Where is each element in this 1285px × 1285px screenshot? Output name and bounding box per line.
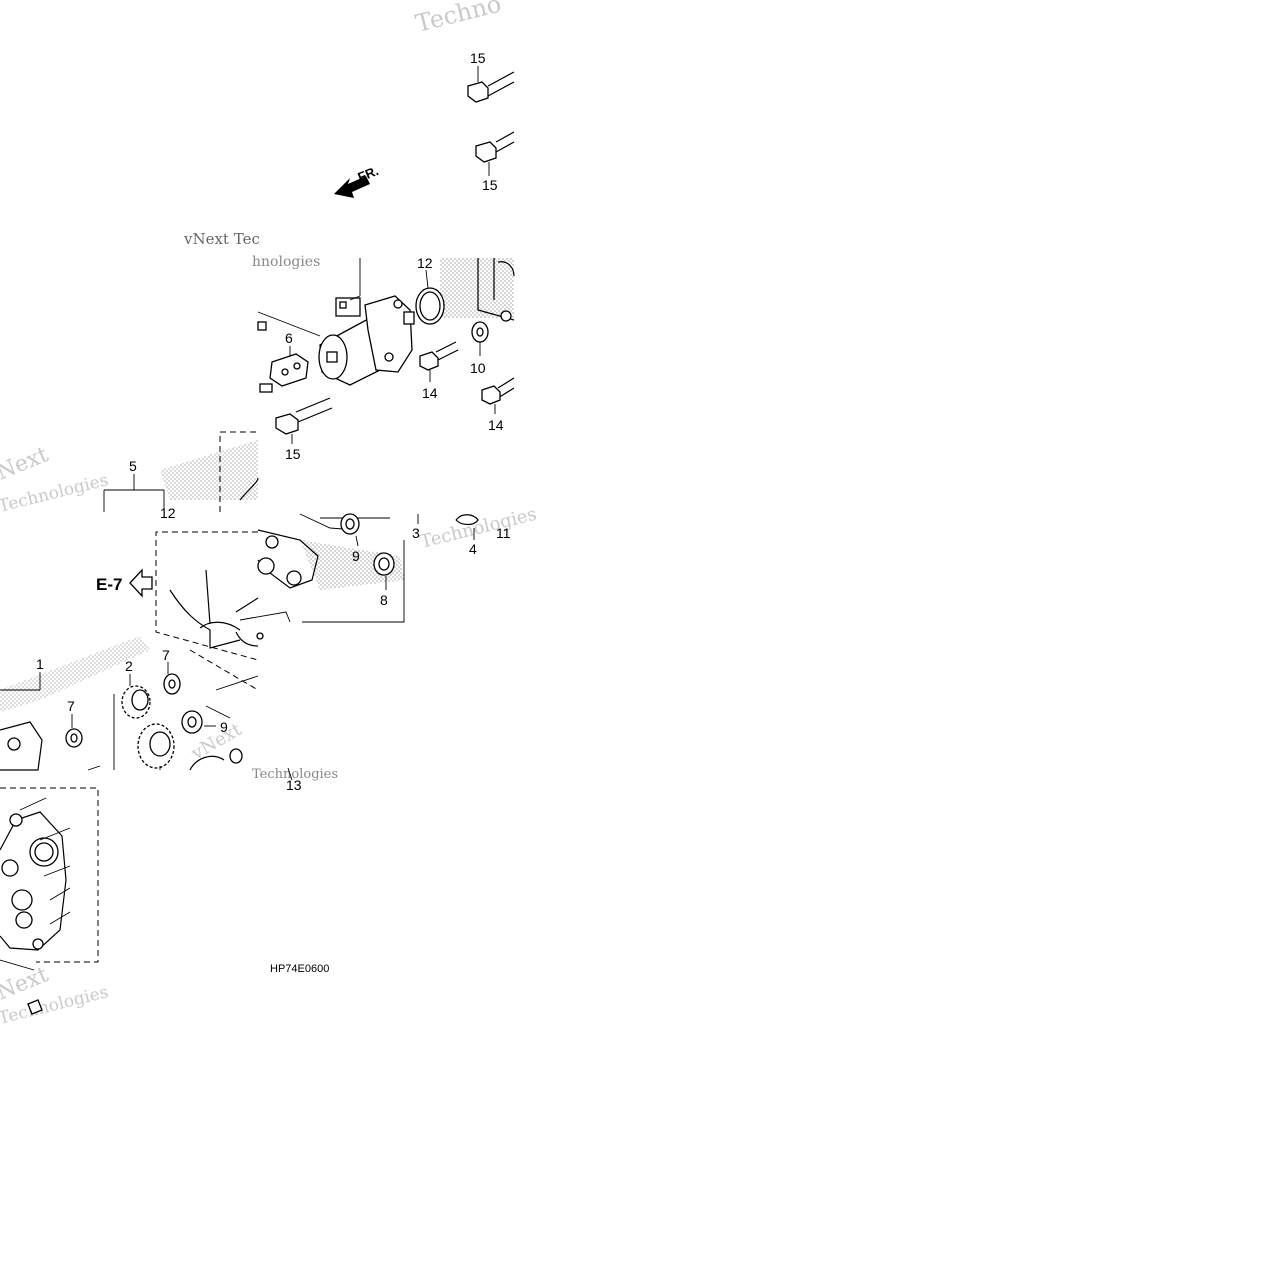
callout-4: 4 <box>469 541 477 557</box>
callout-9a: 9 <box>352 548 360 564</box>
starter-motor-assembly: 12 10 14 14 6 15 <box>257 255 515 462</box>
gear-case-cover <box>0 787 99 1015</box>
callout-3: 3 <box>412 525 420 541</box>
callout-2: 2 <box>125 658 133 674</box>
svg-text:Next: Next <box>0 442 52 485</box>
reference-label: E-7 <box>96 575 122 594</box>
svg-text:FR.: FR. <box>356 163 381 185</box>
watermark: Techno vNext Tec hnologies Next Technolo… <box>0 0 539 1029</box>
callout-12a: 12 <box>417 255 433 271</box>
callout-7a: 7 <box>162 647 170 663</box>
svg-text:hnologies: hnologies <box>252 254 320 270</box>
callout-1: 1 <box>36 656 44 672</box>
callout-9b: 9 <box>220 719 228 735</box>
callout-11: 11 <box>496 525 511 541</box>
bolt-15-top: 15 <box>467 50 515 103</box>
callout-6: 6 <box>285 330 293 346</box>
callout-14a: 14 <box>422 385 438 401</box>
callout-12b: 12 <box>160 505 176 521</box>
svg-text:Technologies: Technologies <box>418 504 539 553</box>
bolt-15-mid: 15 <box>475 131 515 193</box>
front-direction-arrow: FR. <box>334 163 381 198</box>
svg-text:Techno: Techno <box>413 0 504 38</box>
diagram-code: HP74E0600 <box>270 963 329 975</box>
svg-text:Technologies: Technologies <box>252 767 338 782</box>
svg-text:vNext Tec: vNext Tec <box>183 230 260 248</box>
callout-15c: 15 <box>285 446 301 462</box>
callout-10: 10 <box>470 360 486 376</box>
callout-14b: 14 <box>488 417 504 433</box>
callout-8: 8 <box>380 592 388 608</box>
gear-case-right: 9 8 3 4 11 <box>257 513 511 623</box>
gear-case-upper: 5 12 <box>103 431 259 521</box>
callout-15b: 15 <box>482 177 498 193</box>
gear-train: 1 2 7 7 9 13 <box>0 531 302 793</box>
reference-e7: E-7 <box>96 568 153 598</box>
callout-15a: 15 <box>470 50 486 66</box>
callout-7b: 7 <box>67 698 75 714</box>
callout-5: 5 <box>129 458 137 474</box>
callout-13: 13 <box>286 777 302 793</box>
